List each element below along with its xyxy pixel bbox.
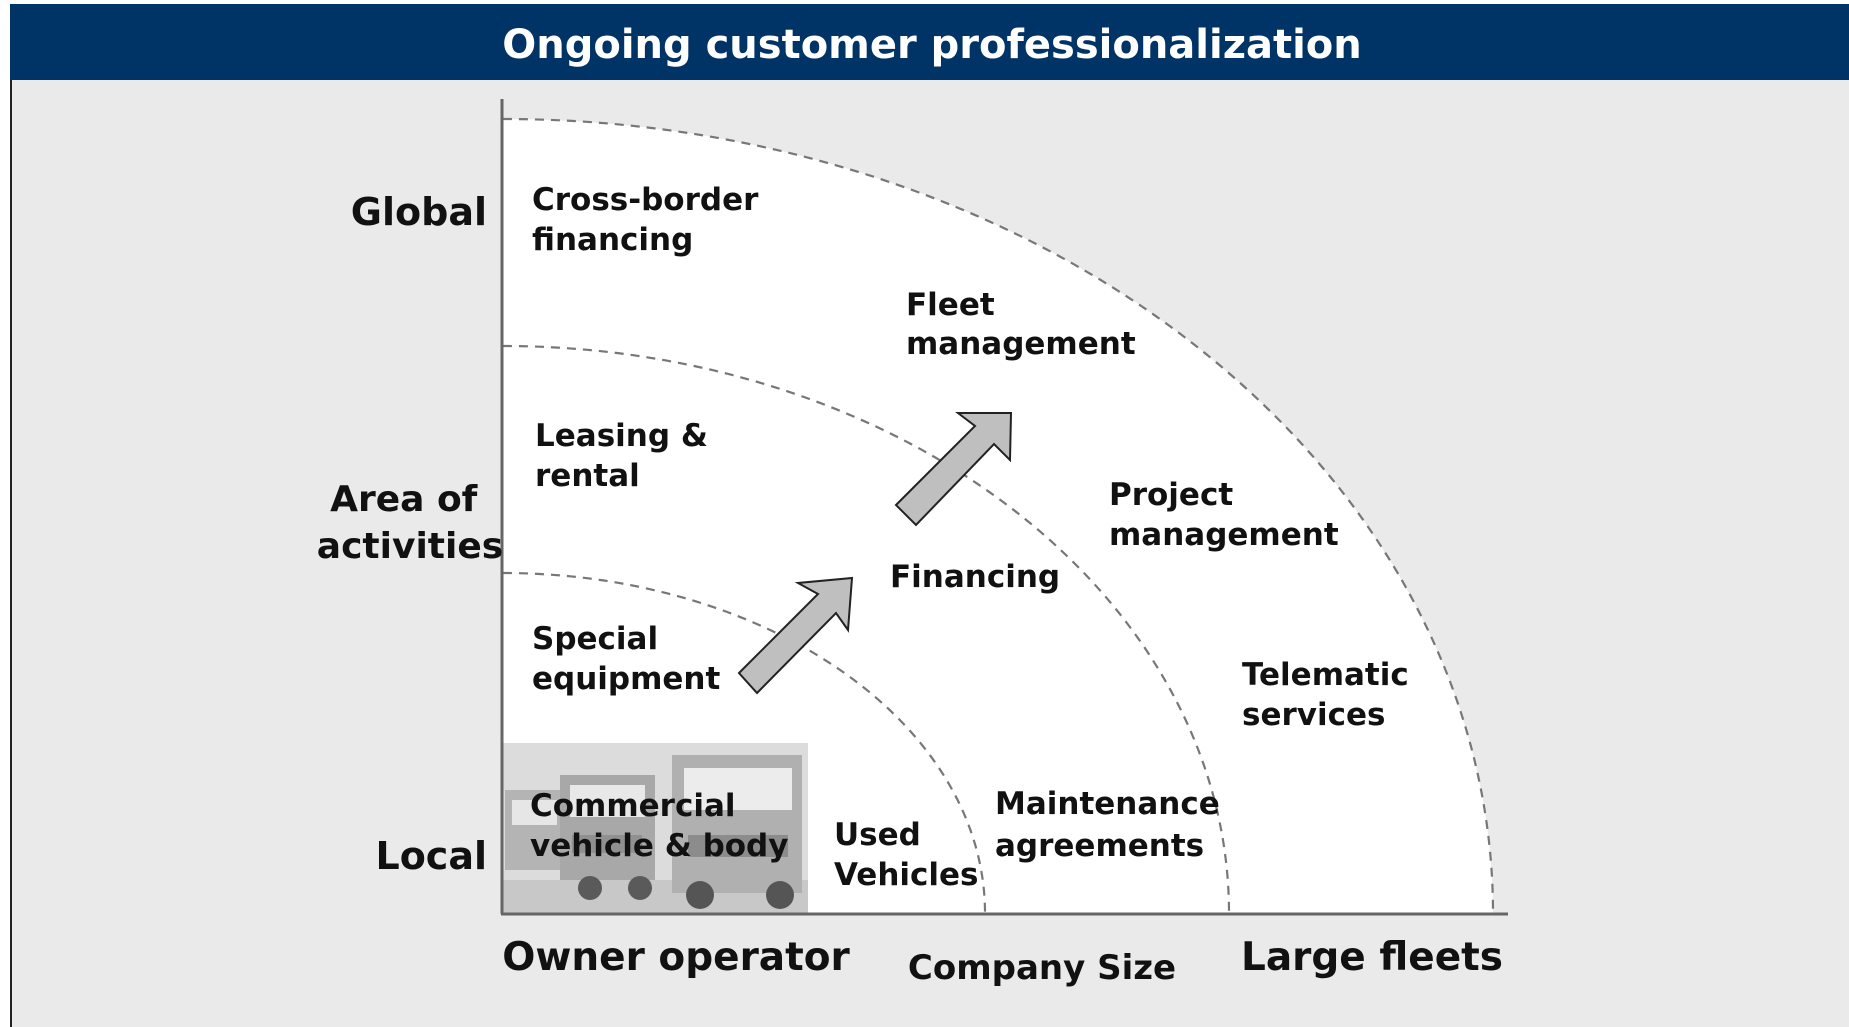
- y-label-area-line-1: Area of: [330, 479, 478, 520]
- y-label-global: Global: [351, 190, 487, 234]
- service-telematic-services: Telematic services: [1242, 657, 1420, 733]
- x-label-owner-operator: Owner operator: [502, 935, 850, 980]
- service-maintenance-line-2: agreements: [995, 828, 1204, 864]
- growth-arrow-upper: [894, 412, 1013, 527]
- service-financing-line-1: Financing: [890, 559, 1060, 595]
- service-commercial-line-2: vehicle & body: [530, 828, 788, 864]
- inner-arc: [502, 571, 987, 914]
- service-fleet-line-1: Fleet: [906, 287, 995, 323]
- y-label-area-of-activities: Area of activities: [317, 479, 503, 567]
- x-label-company-size: Company Size: [908, 948, 1176, 988]
- service-financing: Financing: [890, 559, 1060, 595]
- title-bar: [10, 4, 1849, 80]
- quadrant-area: [503, 119, 1493, 913]
- service-cross-border-line-1: Cross-border: [532, 182, 759, 218]
- y-label-local: Local: [375, 834, 487, 878]
- service-commercial-vehicle-body: Commercial vehicle & body: [530, 788, 788, 864]
- page-title: Ongoing customer professionalization: [502, 22, 1362, 68]
- service-project-management: Project management: [1109, 477, 1339, 553]
- service-cross-border-line-2: financing: [532, 222, 693, 258]
- service-maintenance-line-1: Maintenance: [995, 786, 1220, 822]
- service-special-line-2: equipment: [532, 661, 720, 697]
- outer-arc: [502, 117, 1495, 914]
- trucks-photo: [503, 743, 808, 913]
- middle-arc: [502, 344, 1231, 914]
- service-special-line-1: Special: [532, 621, 658, 657]
- service-used-line-1: Used: [834, 817, 921, 853]
- service-maintenance-agreements: Maintenance agreements: [995, 786, 1231, 864]
- service-fleet-line-2: management: [906, 326, 1136, 362]
- service-special-equipment: Special equipment: [532, 621, 720, 697]
- service-telematic-line-2: services: [1242, 697, 1385, 733]
- y-label-area-line-2: activities: [317, 526, 503, 567]
- service-leasing-rental: Leasing & rental: [535, 418, 719, 494]
- service-fleet-management: Fleet management: [906, 287, 1136, 362]
- service-project-line-2: management: [1109, 517, 1339, 553]
- service-used-line-2: Vehicles: [834, 857, 979, 893]
- service-leasing-line-1: Leasing &: [535, 418, 708, 454]
- service-cross-border-financing: Cross-border financing: [532, 182, 769, 258]
- growth-arrow-lower: [737, 576, 854, 695]
- service-commercial-line-1: Commercial: [530, 788, 736, 824]
- service-project-line-1: Project: [1109, 477, 1233, 513]
- x-label-large-fleets: Large fleets: [1241, 935, 1503, 980]
- service-telematic-line-1: Telematic: [1242, 657, 1409, 693]
- service-leasing-line-2: rental: [535, 458, 640, 494]
- service-used-vehicles: Used Vehicles: [834, 817, 979, 893]
